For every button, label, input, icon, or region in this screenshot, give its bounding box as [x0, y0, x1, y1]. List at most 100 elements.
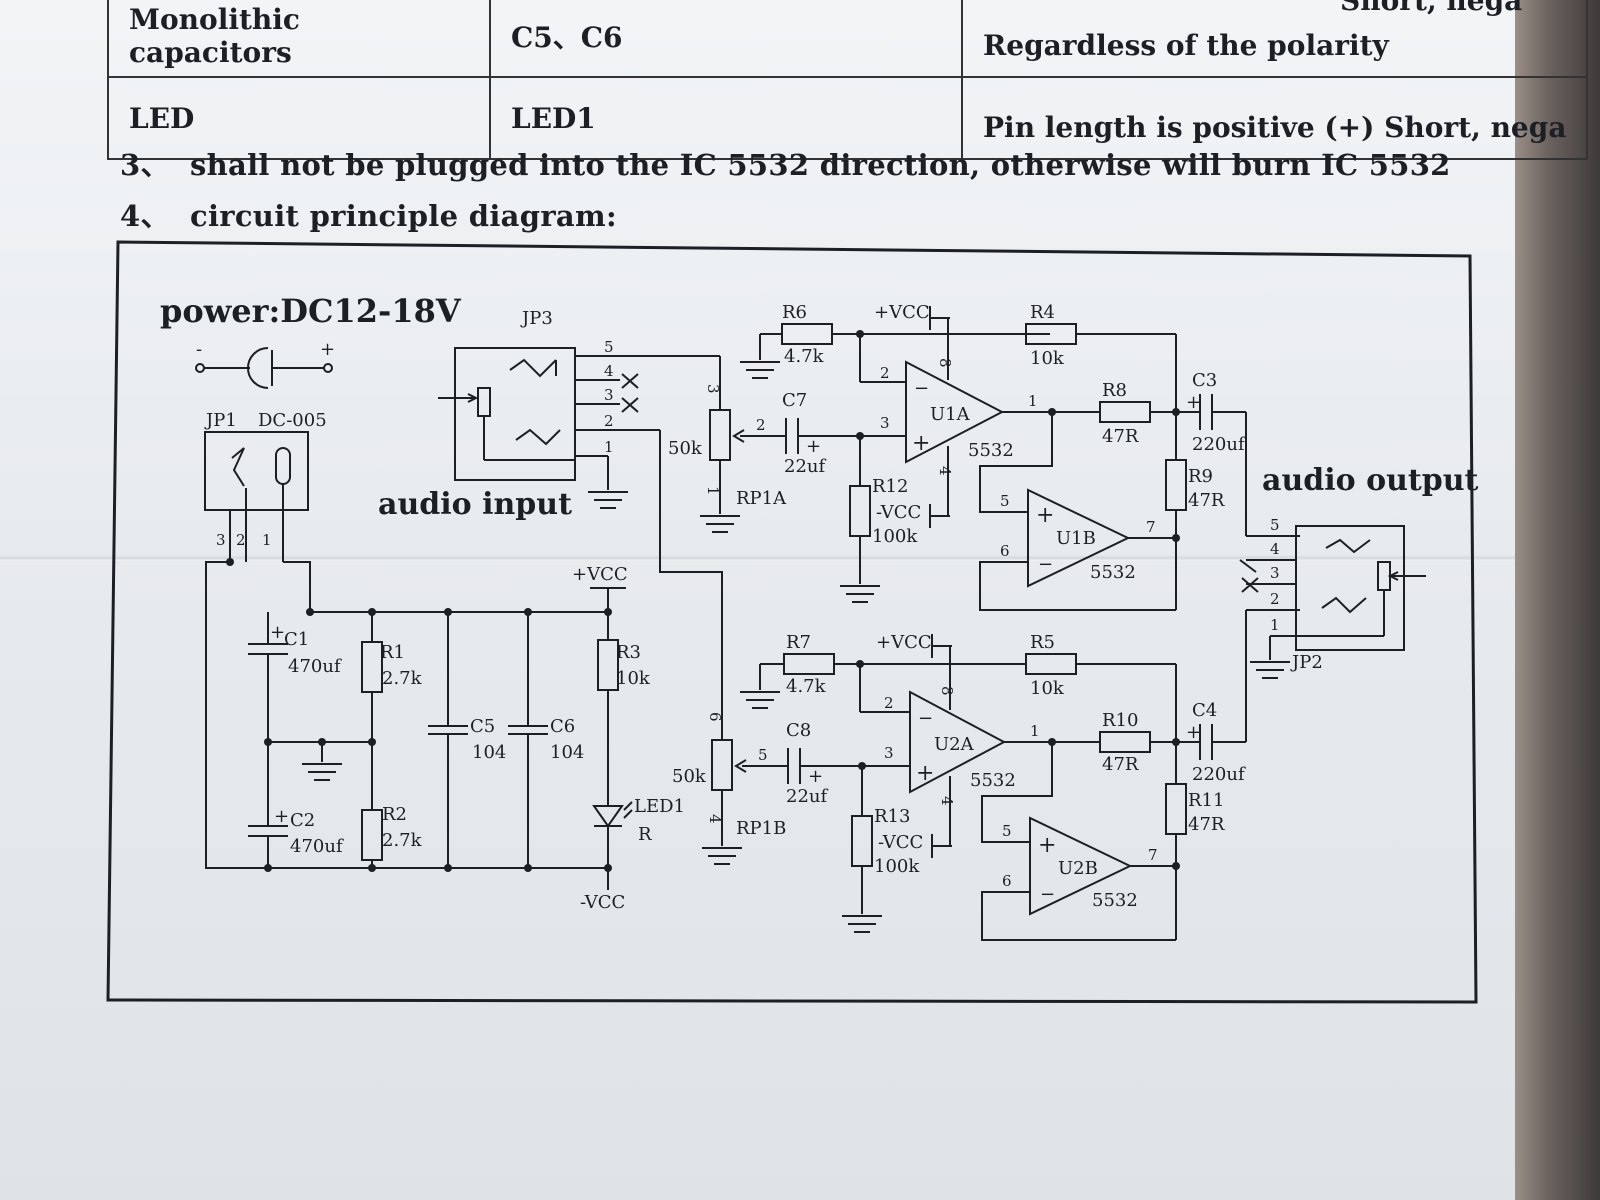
opamp-u1b: + − 5 6 7: [979, 412, 1176, 611]
svg-text:2: 2: [1270, 590, 1280, 608]
c7-value: 22uf: [784, 456, 826, 477]
svg-text:3: 3: [216, 531, 226, 549]
r4-value: 10k: [1030, 348, 1065, 369]
svg-text:7: 7: [1148, 846, 1158, 864]
vcc-neg-label: -VCC: [580, 892, 625, 913]
svg-text:5: 5: [604, 338, 614, 356]
table-cell: LED: [107, 76, 491, 160]
svg-text:+: +: [320, 339, 335, 360]
resistor-r8: [1099, 401, 1200, 423]
led1-color: R: [638, 824, 652, 845]
background-edge: [1515, 0, 1600, 1200]
rp1b-value: 50k: [672, 766, 707, 787]
r11-value: 47R: [1188, 814, 1225, 835]
resistor-r6: [740, 323, 860, 379]
c6-value: 104: [550, 742, 584, 763]
r12-label: R12: [872, 476, 908, 497]
table-cell: LED1: [489, 76, 963, 160]
svg-text:6: 6: [1000, 542, 1010, 560]
svg-text:5: 5: [758, 746, 768, 764]
resistor-r12: [840, 436, 880, 603]
note-4: 4、 circuit principle diagram:: [120, 193, 617, 235]
svg-text:+: +: [1036, 503, 1054, 528]
c3-value: 220uf: [1192, 434, 1246, 455]
capacitor-c8: +: [787, 748, 862, 787]
table-row: LED LED1 Pin length is positive (+) Shor…: [107, 76, 1589, 160]
r12-vcc-label: -VCC: [876, 502, 921, 523]
r2-value: 2.7k: [382, 830, 423, 851]
r13-vcc-label: -VCC: [878, 832, 923, 853]
svg-text:+: +: [270, 622, 285, 643]
c5-label: C5: [470, 716, 495, 737]
resistor-r13: [842, 766, 882, 933]
svg-text:+: +: [1186, 722, 1201, 743]
svg-text:3: 3: [704, 384, 722, 394]
opamp-u2b: + − 5 6 7: [981, 742, 1176, 941]
rp1a-value: 50k: [668, 438, 703, 459]
diagram-frame: [106, 240, 1478, 1004]
led1-label: LED1: [634, 796, 685, 817]
svg-text:3: 3: [604, 386, 614, 404]
r4-label: R4: [1030, 302, 1055, 323]
resistor-r5: [1025, 653, 1177, 784]
svg-text:8: 8: [936, 358, 954, 368]
r3-value: 10k: [616, 668, 651, 689]
resistor-r9: [1165, 459, 1187, 610]
svg-text:2: 2: [756, 416, 766, 434]
resistor-r1: [361, 612, 383, 810]
power-label: power:DC12-18V: [160, 292, 462, 330]
svg-text:2: 2: [880, 364, 890, 382]
resistor-r7: [740, 653, 860, 709]
table-cell: C5、C6: [489, 0, 963, 78]
u1a-vcc-label: +VCC: [874, 302, 930, 323]
svg-text:5: 5: [1270, 516, 1280, 534]
svg-text:4: 4: [706, 814, 724, 824]
svg-text:1: 1: [262, 531, 272, 549]
note-number: 4、: [120, 199, 170, 233]
capacitor-c1: +: [248, 612, 288, 742]
jp3-label: JP3: [520, 308, 553, 329]
svg-text:5: 5: [1002, 822, 1012, 840]
svg-text:5: 5: [1000, 492, 1010, 510]
jp1-label: JP1: [204, 410, 237, 431]
resistor-r11: [1165, 783, 1187, 940]
r5-value: 10k: [1030, 678, 1065, 699]
u1a-ic-label: 5532: [968, 440, 1014, 461]
c8-label: C8: [786, 720, 811, 741]
jp2-label: JP2: [1290, 652, 1323, 673]
r1-label: R1: [380, 642, 405, 663]
svg-text:+: +: [912, 431, 930, 456]
svg-text:2: 2: [604, 412, 614, 430]
svg-text:−: −: [918, 708, 933, 729]
svg-text:1: 1: [1028, 392, 1038, 410]
resistor-r4: [1025, 323, 1177, 460]
svg-text:−: −: [1038, 554, 1053, 575]
table-row: Monolithic capacitors C5、C6 Regardless o…: [107, 0, 1589, 78]
svg-text:1: 1: [1030, 722, 1040, 740]
c2-value: 470uf: [290, 836, 344, 857]
opamp-u1a: − + 2 3 1 8 4: [859, 306, 1100, 528]
note-text: circuit principle diagram:: [190, 199, 617, 233]
r12-value: 100k: [872, 526, 918, 547]
resistor-r10: [1099, 731, 1200, 753]
c1-label: C1: [284, 629, 309, 650]
capacitor-c3: +: [1186, 392, 1300, 537]
svg-text:6: 6: [706, 712, 724, 722]
svg-text:3: 3: [884, 744, 894, 762]
svg-text:1: 1: [704, 486, 722, 496]
r10-value: 47R: [1102, 754, 1139, 775]
r3-label: R3: [616, 642, 641, 663]
c8-value: 22uf: [786, 786, 828, 807]
svg-text:4: 4: [938, 796, 956, 806]
table-cell: Monolithic capacitors: [107, 0, 491, 78]
jp3-connector: 5 4 3 2 1: [438, 338, 720, 509]
svg-text:−: −: [1040, 884, 1055, 905]
c2-label: C2: [290, 810, 315, 831]
capacitor-c6: [508, 612, 548, 868]
c4-label: C4: [1192, 700, 1217, 721]
u2a-label: U2A: [934, 734, 975, 755]
rp1a-label: RP1A: [736, 488, 787, 509]
svg-text:−: −: [914, 378, 929, 399]
u1a-label: U1A: [930, 404, 971, 425]
svg-text:+: +: [916, 761, 934, 786]
